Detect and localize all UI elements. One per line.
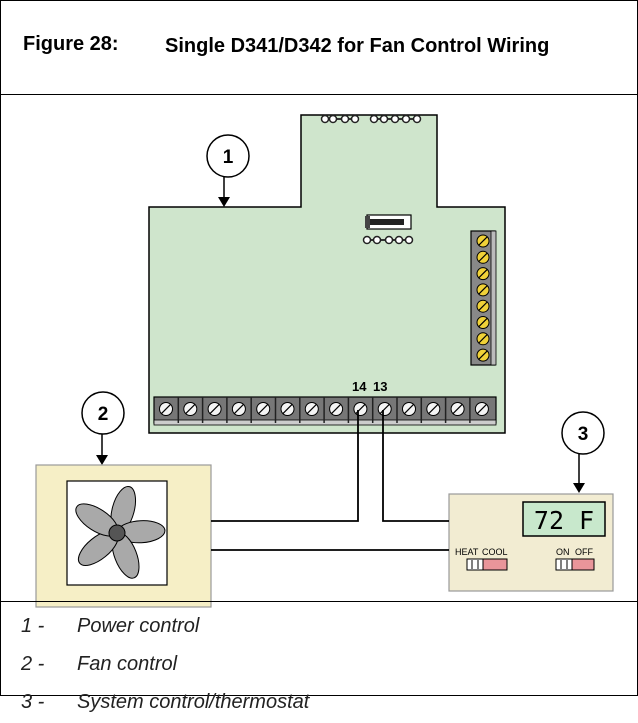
callout-1-circle — [206, 134, 250, 178]
legend-divider — [1, 601, 637, 602]
switch-heat-label: HEAT — [455, 547, 479, 557]
fan-hub — [108, 524, 126, 542]
callout-2-label: 2 — [98, 404, 109, 425]
bottom-terminal-screw-slot — [209, 404, 220, 414]
legend-item-number: 3 - — [21, 691, 45, 713]
switch-on-label: ON — [556, 547, 570, 557]
legend-item: 2 - Fan control — [21, 647, 621, 685]
terminal-14-label: 14 — [352, 379, 367, 394]
bottom-terminal-screw-slot — [185, 404, 196, 414]
figure-header: Figure 28: Single D341/D342 for Fan Cont… — [1, 1, 637, 95]
bottom-terminal-screws — [159, 397, 489, 423]
legend-item: 1 - Power control — [21, 609, 621, 647]
callout-3-circle — [561, 411, 605, 455]
legend-item-text: Fan control — [77, 653, 178, 675]
vertical-terminal-screw-slot — [478, 334, 488, 344]
top-pin-header-left — [320, 114, 360, 124]
bottom-terminal-screw-slot — [306, 404, 317, 414]
callout-3-arrow — [573, 483, 585, 493]
vertical-terminal-screw-slot — [478, 350, 488, 360]
callout-1-arrow — [218, 197, 230, 207]
bottom-terminal-screw-slot — [404, 404, 414, 414]
bottom-terminal-screw-slot — [452, 404, 463, 414]
top-pin-header-right — [369, 114, 422, 124]
vertical-terminal-screw-slot — [478, 301, 488, 311]
legend-item-text: Power control — [77, 615, 200, 637]
vertical-terminal-screw-slot — [478, 317, 488, 328]
bottom-terminal-screw-slot — [161, 404, 171, 414]
switch-cool-label: COOL — [482, 547, 508, 557]
callout-2-circle — [81, 391, 125, 435]
vertical-terminal-screw-slot — [478, 285, 488, 295]
switch-off-label: OFF — [575, 547, 593, 557]
bottom-terminal-screw-slot — [428, 404, 439, 414]
wire-terminal-14-to-fan — [211, 410, 359, 522]
vertical-terminal-screw-slot — [478, 252, 488, 262]
power-control-board — [148, 114, 506, 434]
wiring-diagram-svg: 14 13 1 2 3 72 F H — [35, 114, 614, 608]
legend-item: 3 - System control/thermostat — [21, 685, 621, 723]
thermostat-display-text: 72 F — [534, 506, 594, 535]
terminal-13-label: 13 — [373, 379, 387, 394]
bottom-terminal-screw-slot — [282, 404, 293, 414]
thermostat-lcd — [522, 501, 606, 537]
callout-3-label: 3 — [578, 424, 589, 445]
legend: 1 - Power control 2 - Fan control 3 - Sy… — [21, 609, 621, 723]
figure-title: Single D341/D342 for Fan Control Wiring — [165, 35, 550, 57]
bottom-terminal-screw-slot — [379, 404, 390, 414]
heat-cool-switch-knob — [466, 558, 484, 571]
board-jumper — [362, 214, 414, 245]
on-off-switch-knob — [555, 558, 573, 571]
vertical-terminal-screws — [476, 234, 490, 362]
legend-item-text: System control/thermostat — [77, 691, 310, 713]
vertical-terminal-screw-slot — [478, 268, 488, 279]
legend-item-number: 2 - — [21, 653, 45, 675]
bottom-terminal-strip — [153, 396, 497, 426]
bottom-terminal-screw-slot — [476, 404, 487, 414]
bottom-terminal-screw-slot — [258, 404, 269, 414]
callout-1-label: 1 — [223, 147, 234, 168]
bottom-terminal-screw-slot — [331, 404, 342, 414]
bottom-terminal-screw-slot — [233, 404, 244, 414]
figure-number: Figure 28: — [23, 33, 119, 55]
callout-2-arrow — [96, 455, 108, 465]
legend-item-number: 1 - — [21, 615, 45, 637]
vertical-terminal-screw-slot — [478, 236, 488, 246]
wire-terminal-13-to-thermostat — [382, 410, 449, 522]
wiring-diagram: 14 13 1 2 3 72 F H — [1, 95, 637, 695]
